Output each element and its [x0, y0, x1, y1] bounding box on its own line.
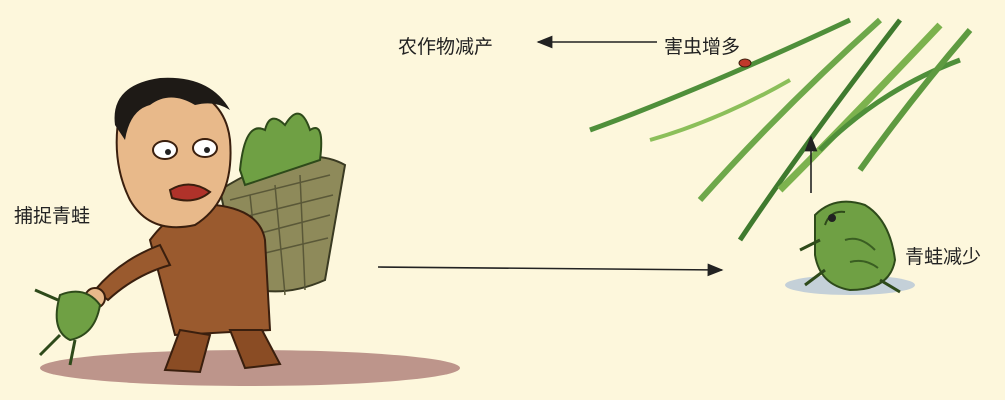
insect-illustration [738, 58, 752, 68]
label-catch-frogs: 捕捉青蛙 [14, 205, 91, 227]
man-catching-frog-illustration [34, 77, 460, 386]
grass-leaves-illustration [589, 17, 973, 242]
arrow-catch-to-frogs [377, 263, 724, 277]
label-pests-increase: 害虫增多 [664, 36, 741, 58]
label-crop-reduction: 农作物减产 [398, 36, 494, 58]
frog-illustration [785, 200, 915, 295]
label-frogs-decrease: 青蛙减少 [905, 246, 982, 268]
